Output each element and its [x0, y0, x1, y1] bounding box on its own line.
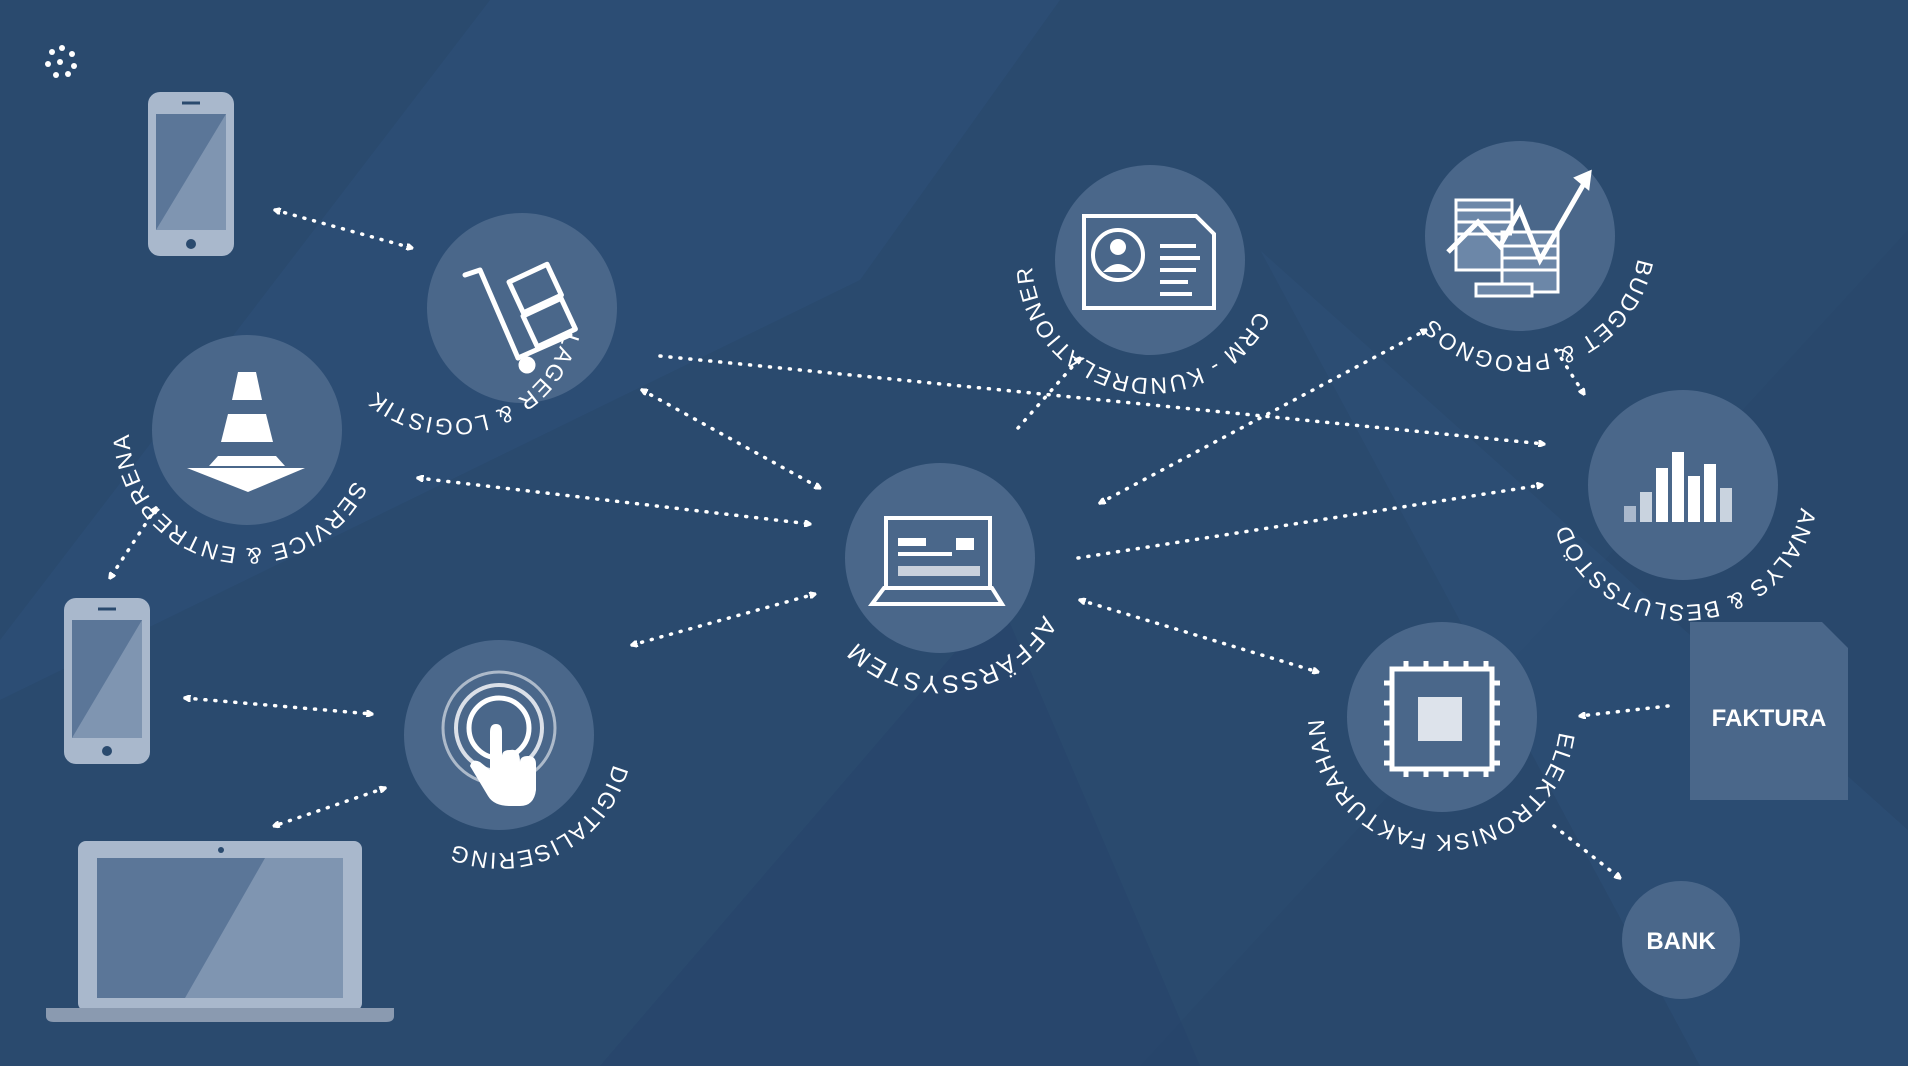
arrow-lager-affarssystem: [642, 390, 820, 488]
chip-icon: [1384, 661, 1500, 777]
arrow-digitalisering-affarssystem: [632, 594, 815, 645]
arrow-affarssystem-analys: [1076, 485, 1542, 560]
node-budget[interactable]: BUDGET & PROGNOS: [1417, 141, 1659, 377]
arrow-digitalisering-laptop: [274, 788, 385, 826]
arrow-phone-digitalisering: [183, 698, 374, 714]
arrow-lager-analys: [658, 354, 1546, 444]
arrow-service-affarssystem: [418, 478, 810, 524]
bank-label: BANK: [1646, 928, 1716, 955]
arrow-affarssystem-elektronisk: [1080, 600, 1318, 672]
laptop-icon: [868, 516, 1006, 606]
laptop-device-icon: [46, 841, 394, 1022]
arrow-elektronisk-bank: [1552, 824, 1620, 878]
dots-logo-icon[interactable]: [45, 45, 77, 78]
node-digitalisering[interactable]: DIGITALISERING: [404, 640, 634, 874]
background-facet: [600, 600, 1200, 1066]
faktura-document[interactable]: FAKTURA: [1690, 622, 1848, 800]
arrow-budget-analys: [1554, 348, 1584, 394]
traffic-cone-icon: [187, 372, 305, 492]
faktura-label: FAKTURA: [1712, 705, 1827, 732]
phone-icon: [148, 92, 234, 256]
bank-node[interactable]: BANK: [1622, 881, 1740, 999]
phone-icon: [64, 598, 150, 764]
touch-icon: [441, 670, 557, 806]
contact-card-icon: [1082, 214, 1216, 310]
hand-truck-icon: [462, 261, 578, 374]
coins-growth-icon: [1446, 169, 1592, 298]
arrow-service-phone: [110, 508, 156, 578]
arrow-phone-lager: [275, 210, 412, 248]
connections: [110, 210, 1670, 878]
bar-chart-icon: [1624, 452, 1732, 522]
arrow-affarssystem-budget: [1100, 328, 1426, 505]
